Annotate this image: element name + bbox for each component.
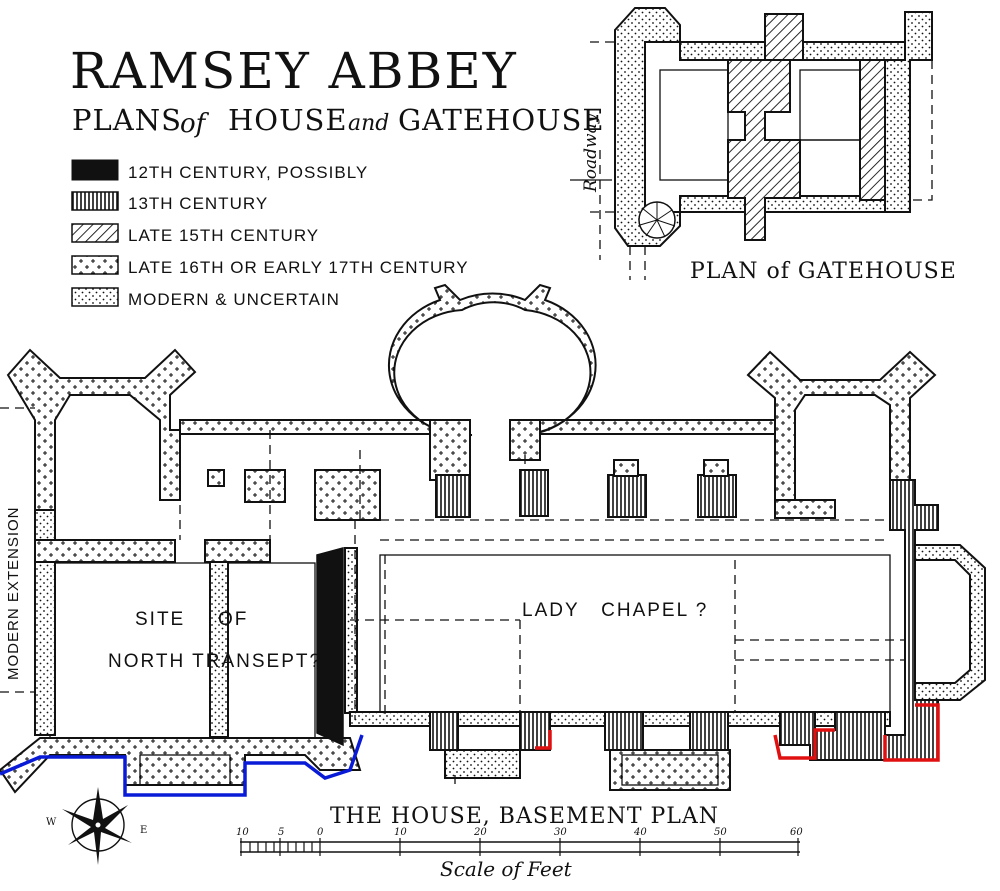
room-label-site: SITE [135, 609, 185, 630]
buttress-south-4 [689, 711, 729, 751]
legend-item-late-15th-century: LATE 15TH CENTURY [71, 223, 319, 245]
house-plan-label: THE HOUSE, BASEMENT PLAN [330, 804, 719, 829]
room-label-lady-chapel: LADY CHAPEL ? [522, 600, 708, 621]
scale-tick-label: 60 [790, 827, 803, 838]
gatehouse-label: PLAN of GATEHOUSE [690, 259, 957, 284]
room-label-of: OF [218, 609, 248, 630]
scale-tick-label: 50 [714, 827, 727, 838]
buttress-north-1 [435, 474, 471, 518]
legend-item-modern: MODERN & UNCERTAIN [71, 287, 340, 309]
transept-south-porch [139, 754, 231, 786]
scale-bar: 10 5 0 10 20 30 40 50 60 Scale of Feet [236, 827, 803, 881]
scale-tick-label: 5 [278, 827, 284, 838]
subtitle-house: HOUSE [228, 103, 348, 137]
subtitle-gatehouse: GATEHOUSE [398, 103, 605, 137]
gatehouse-east-wing [884, 11, 933, 213]
gatehouse-dashed-outline [590, 41, 933, 280]
gatehouse-room-southeast [799, 139, 861, 197]
legend-swatch-cross [71, 255, 119, 275]
legend-item-12th-century: 12TH CENTURY, POSSIBLY [71, 159, 368, 182]
highlight-red-2 [773, 728, 835, 760]
scale-tick-label: 30 [554, 827, 567, 838]
compass-w: W [46, 817, 57, 828]
pier-north-cross-4 [703, 459, 729, 477]
south-annex [609, 749, 731, 791]
scale-tick-label: 20 [473, 827, 487, 838]
room-label-north-transept: NORTH TRANSEPT? [108, 651, 322, 672]
buttress-south-2 [519, 711, 551, 751]
highlight-blue-outline [0, 734, 364, 797]
round-apse [387, 283, 597, 437]
northeast-tower-base [774, 499, 836, 519]
north-corridor-wall-west [179, 419, 431, 435]
east-apse [914, 544, 986, 701]
legend-swatch-solid [71, 159, 119, 181]
legend-item-13th-century: 13TH CENTURY [71, 191, 268, 213]
scale-label: Scale of Feet [440, 857, 573, 881]
legend: 12TH CENTURY, POSSIBLY 13TH CENTURY LATE… [71, 159, 469, 309]
house-dashed-lines [0, 407, 905, 790]
legend-swatch-dotted [71, 287, 119, 307]
gatehouse-room-west [659, 69, 729, 181]
north-corridor-wall-east [509, 419, 781, 435]
legend-label: 12TH CENTURY, POSSIBLY [128, 163, 368, 182]
gatehouse-north-tower [764, 13, 804, 61]
legend-label: LATE 16TH OR EARLY 17TH CENTURY [128, 258, 469, 277]
gatehouse-central-pier [727, 59, 801, 241]
transept-cross-block [244, 469, 286, 503]
gatehouse-roadway-label: Roadway [581, 113, 601, 193]
lady-chapel-room [379, 554, 891, 716]
transept-small-square [207, 469, 225, 487]
gatehouse-room-east [799, 69, 861, 141]
legend-label: MODERN & UNCERTAIN [128, 290, 340, 309]
title: RAMSEY ABBEY [70, 42, 518, 100]
legend-label: 13TH CENTURY [128, 194, 268, 213]
spiral-stair-steps [639, 202, 676, 238]
scale-tick-label: 10 [394, 827, 407, 838]
scale-tick-label: 40 [633, 827, 647, 838]
subtitle-and: and [348, 111, 389, 136]
pier-north-cross-3 [613, 459, 639, 477]
apse-pier-east [509, 419, 541, 461]
buttress-south-1 [429, 711, 459, 751]
apse-pier-west [429, 419, 471, 481]
east-end-wall [884, 479, 939, 761]
northwest-tower [6, 348, 197, 511]
gatehouse-cross-wall [859, 59, 886, 201]
transept-12th-century-wall [316, 547, 344, 747]
legend-label: LATE 15TH CENTURY [128, 226, 319, 245]
compass-e: E [140, 825, 147, 836]
compass-rose: W E [46, 787, 147, 865]
buttress-north-4 [697, 474, 737, 518]
transept-cross-pier-north [314, 469, 381, 521]
transept-north-wall-east [204, 539, 271, 563]
subtitle: PLANS of HOUSE and GATEHOUSE [72, 103, 605, 139]
legend-swatch-vertical-hatch [71, 191, 119, 211]
transept-pier [209, 561, 229, 738]
gatehouse-plan: Roadway PLAN of GATEHOUSE [570, 7, 957, 284]
scale-ticks [240, 838, 799, 856]
south-porch [444, 749, 521, 779]
transept-north-wall-west [34, 539, 176, 563]
highlight-red-3 [883, 703, 940, 762]
highlight-red-1 [535, 730, 552, 750]
legend-swatch-diagonal-hatch [71, 223, 119, 243]
subtitle-plans: PLANS [72, 103, 182, 137]
west-wall [34, 509, 56, 736]
buttress-north-3 [607, 474, 647, 518]
scale-tick-label: 10 [236, 827, 249, 838]
compass-center [94, 821, 102, 829]
south-annex-inner [621, 754, 719, 786]
legend-item-late-16th-century: LATE 16TH OR EARLY 17TH CENTURY [71, 255, 469, 277]
transept-south-wall [0, 737, 362, 794]
buttress-south-3 [604, 711, 644, 751]
buttress-south-5 [779, 711, 886, 761]
scale-tick-label: 0 [317, 827, 324, 838]
subtitle-of: of [180, 109, 210, 139]
buttress-north-2 [519, 469, 549, 517]
house-plan: SITE OF NORTH TRANSEPT? LADY CHAPEL ? MO… [0, 283, 986, 797]
modern-extension-label: MODERN EXTENSION [5, 506, 22, 680]
